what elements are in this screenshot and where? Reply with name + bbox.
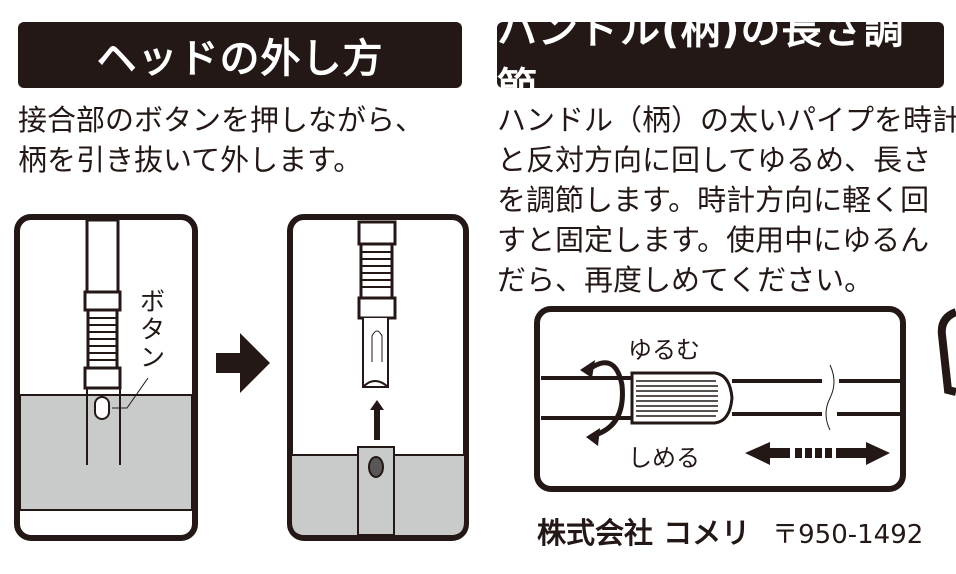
double-arrow-icon [745, 442, 890, 465]
instruction-line: を調節します。時計方向に軽く回 [497, 183, 930, 217]
instruction-line: と反対方向に回してゆるめ、長さ [497, 143, 932, 177]
button-label: ボタン [140, 287, 166, 372]
instruction-line: ハンドル（柄）の太いパイプを時計 [497, 103, 956, 137]
rotate-icon [586, 360, 625, 438]
panel-press-button [14, 214, 198, 541]
instruction-line: 柄を引き抜いて外します。 [18, 143, 363, 177]
company-name: 株式会社 コメリ [537, 516, 751, 550]
section-heading-head-removal: ヘッドの外し方 [18, 22, 462, 88]
instruction-line: 接合部のボタンを押しながら、 [18, 103, 425, 137]
tighten-label: しめる [628, 444, 700, 472]
arrow-right-icon [216, 333, 270, 393]
arrow-up-icon [370, 400, 384, 440]
instruction-line: だら、再度しめてください。 [497, 263, 874, 297]
loosen-label: ゆるむ [628, 336, 700, 364]
partial-panel-edge [937, 308, 956, 396]
instruction-line: すと固定します。使用中にゆるん [497, 223, 930, 257]
button-icon [94, 396, 110, 420]
panel-handle-adjust [534, 306, 906, 492]
postal-code: 〒950-1492 [772, 520, 924, 550]
footer: 株式会社 コメリ〒950-1492 [537, 510, 923, 552]
panel-pull-out [287, 214, 469, 541]
